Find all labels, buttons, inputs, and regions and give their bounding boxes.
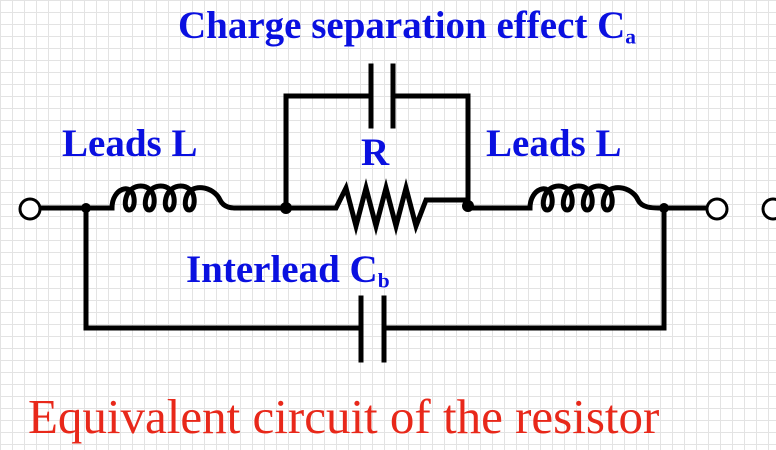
right-inductor-coil <box>527 183 663 213</box>
figure-caption: Equivalent circuit of the resistor <box>28 389 660 444</box>
left-inductor-coil <box>109 183 239 213</box>
resistor-label: R <box>361 131 390 174</box>
capacitor-ca-label: Charge separation effect Ca <box>178 6 636 48</box>
capacitor-cb-subscript: b <box>377 268 390 293</box>
capacitor-ca-label-text: Charge separation effect C <box>178 4 626 47</box>
junction-dot-left <box>81 203 91 213</box>
junction-dot-parallel-right <box>462 200 474 212</box>
left-leads-label: Leads L <box>62 122 198 165</box>
resistor-zigzag <box>283 178 471 236</box>
right-leads-label: Leads L <box>486 122 622 165</box>
capacitor-cb-label-text: Interlead C <box>186 248 378 291</box>
junction-dot-right <box>659 203 669 213</box>
capacitor-cb-label: Interlead Cb <box>186 250 390 292</box>
capacitor-ca-subscript: a <box>625 24 636 49</box>
terminal-right <box>705 197 729 221</box>
terminal-left <box>18 197 42 221</box>
junction-dot-parallel-left <box>280 202 292 214</box>
terminal-edge-right <box>761 197 776 221</box>
